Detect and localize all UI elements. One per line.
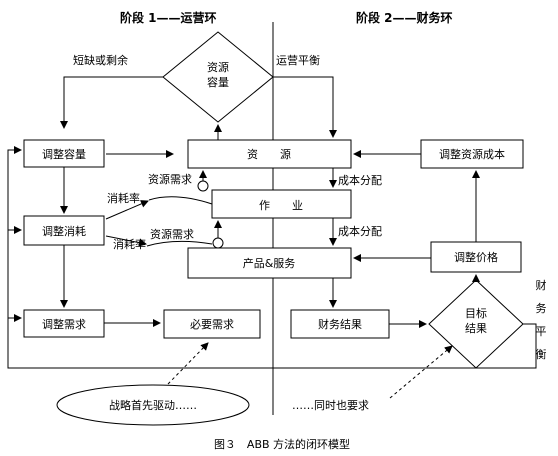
activity-box <box>211 189 352 219</box>
adjust-demand-box <box>23 309 105 338</box>
resource-capacity-diamond <box>162 31 274 123</box>
adjust-consumption-box <box>23 215 105 246</box>
consumption-rate-1-label: 消耗率 <box>107 191 140 205</box>
products-services-box <box>187 247 352 279</box>
capacity-line1: 资源 <box>207 60 229 74</box>
necessary-demand-label: 必要需求 <box>190 318 234 331</box>
balance-to-resources-arrow <box>273 76 337 138</box>
necessary-demand-box <box>163 309 261 339</box>
products-services-label: 产品&服务 <box>243 256 296 270</box>
resources-box <box>187 139 352 169</box>
resource-demand-2-label: 资源需求 <box>150 227 194 241</box>
strategy-ellipse <box>56 384 250 426</box>
adjust-resource-cost-label: 调整资源成本 <box>439 147 505 161</box>
financial-result-label: 财务结果 <box>318 317 362 331</box>
ops-balance-label: 运营平衡 <box>276 53 320 67</box>
consumption-rate-2-label: 消耗率 <box>113 237 146 251</box>
adjust-price-box <box>430 241 522 273</box>
cost-allocation-1-label: 成本分配 <box>338 173 382 187</box>
cost-allocation-2-label: 成本分配 <box>338 224 382 238</box>
strategy-first-label: 战略首先驱动…… <box>109 398 197 412</box>
resource-demand-node-2 <box>212 237 224 249</box>
resource-demand-link-1 <box>148 196 213 205</box>
figure-caption: 图３ ABB 方法的闭环模型 <box>214 437 350 451</box>
resource-demand-link-2 <box>146 240 213 247</box>
resource-demand-1-label: 资源需求 <box>148 172 192 186</box>
capacity-line2: 容量 <box>207 75 229 89</box>
financial-balance-char-4: 衡 <box>536 348 547 361</box>
target-line2: 结果 <box>465 322 487 335</box>
financial-balance-char-3: 平 <box>536 325 547 338</box>
also-demand-label: ……同时也要求 <box>292 399 369 412</box>
financial-balance-char-1: 财 <box>536 278 547 292</box>
consumption-rate-arrow-1 <box>105 200 149 220</box>
capacity-to-adjust-arrow <box>60 76 163 129</box>
adjust-consumption-label: 调整消耗 <box>42 224 86 238</box>
also-demand-dashed-arrow <box>389 345 453 399</box>
resource-demand-node-1 <box>197 180 209 192</box>
shortage-label: 短缺或剩余 <box>73 53 128 67</box>
adjust-capacity-box <box>23 139 105 168</box>
adjust-demand-label: 调整需求 <box>42 317 86 331</box>
strategy-to-demand-dashed-arrow <box>167 342 209 385</box>
financial-result-box <box>290 309 390 339</box>
financial-balance-char-2: 务 <box>536 302 547 315</box>
target-line1: 目标 <box>465 306 487 320</box>
adjust-price-label: 调整价格 <box>454 250 498 264</box>
outer-feedback-to-capacity <box>7 146 537 369</box>
consumption-rate-arrow-2 <box>105 235 147 247</box>
stage2-title: 阶段 2——财务环 <box>356 10 453 25</box>
adjust-capacity-label: 调整容量 <box>42 147 86 161</box>
activity-label: 作 业 <box>259 199 303 212</box>
adjust-resource-cost-box <box>420 139 524 169</box>
resources-label: 资 源 <box>247 147 291 161</box>
stage1-title: 阶段 1——运营环 <box>120 10 217 25</box>
